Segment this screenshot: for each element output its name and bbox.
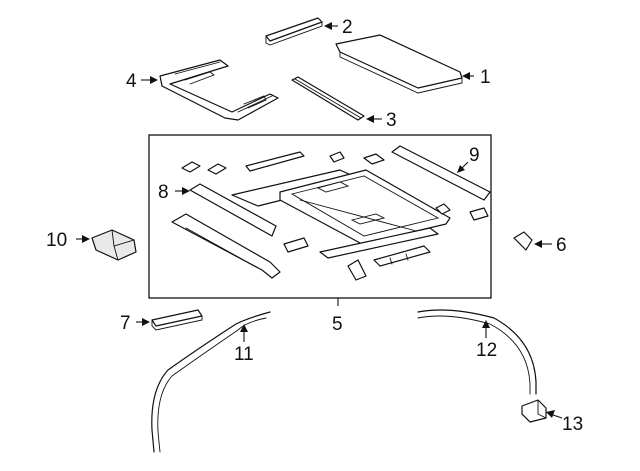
- callout-4: 4: [126, 71, 158, 92]
- svg-text:7: 7: [120, 313, 131, 334]
- part-2-deflector: [265, 17, 323, 46]
- callout-9: 9: [457, 145, 480, 173]
- part-11-drain-hose: [151, 311, 271, 453]
- callout-5: 5: [332, 298, 343, 335]
- part-7-trim: [151, 309, 203, 331]
- svg-text:9: 9: [469, 145, 480, 166]
- part-3-weatherstrip: [291, 76, 365, 121]
- callout-3: 3: [366, 110, 397, 131]
- part-5-housing-box: [148, 134, 492, 299]
- callout-10: 10: [46, 230, 90, 251]
- svg-text:6: 6: [556, 235, 567, 256]
- part-13-connector: [521, 399, 547, 423]
- svg-text:5: 5: [332, 314, 343, 335]
- part-4-frame: [159, 59, 279, 121]
- callout-11: 11: [234, 324, 254, 365]
- svg-text:13: 13: [562, 414, 583, 435]
- part-12-drain-hose: [417, 309, 537, 395]
- svg-text:1: 1: [480, 67, 491, 88]
- callout-8: 8: [158, 182, 190, 203]
- part-5-housing-contents: [171, 145, 491, 281]
- callout-2: 2: [324, 17, 353, 38]
- svg-text:2: 2: [342, 17, 353, 38]
- part-10-motor: [91, 229, 137, 261]
- callout-13: 13: [546, 410, 583, 435]
- callout-7: 7: [120, 313, 150, 334]
- callout-1: 1: [462, 67, 491, 88]
- svg-text:8: 8: [158, 182, 169, 203]
- svg-text:12: 12: [476, 340, 497, 361]
- svg-text:4: 4: [126, 71, 137, 92]
- svg-text:3: 3: [386, 110, 397, 131]
- svg-text:11: 11: [234, 344, 254, 365]
- part-6-bracket: [513, 231, 533, 251]
- callout-12: 12: [476, 320, 497, 361]
- part-1-glass-panel: [335, 34, 463, 94]
- callout-6: 6: [534, 235, 567, 256]
- svg-text:10: 10: [46, 230, 67, 251]
